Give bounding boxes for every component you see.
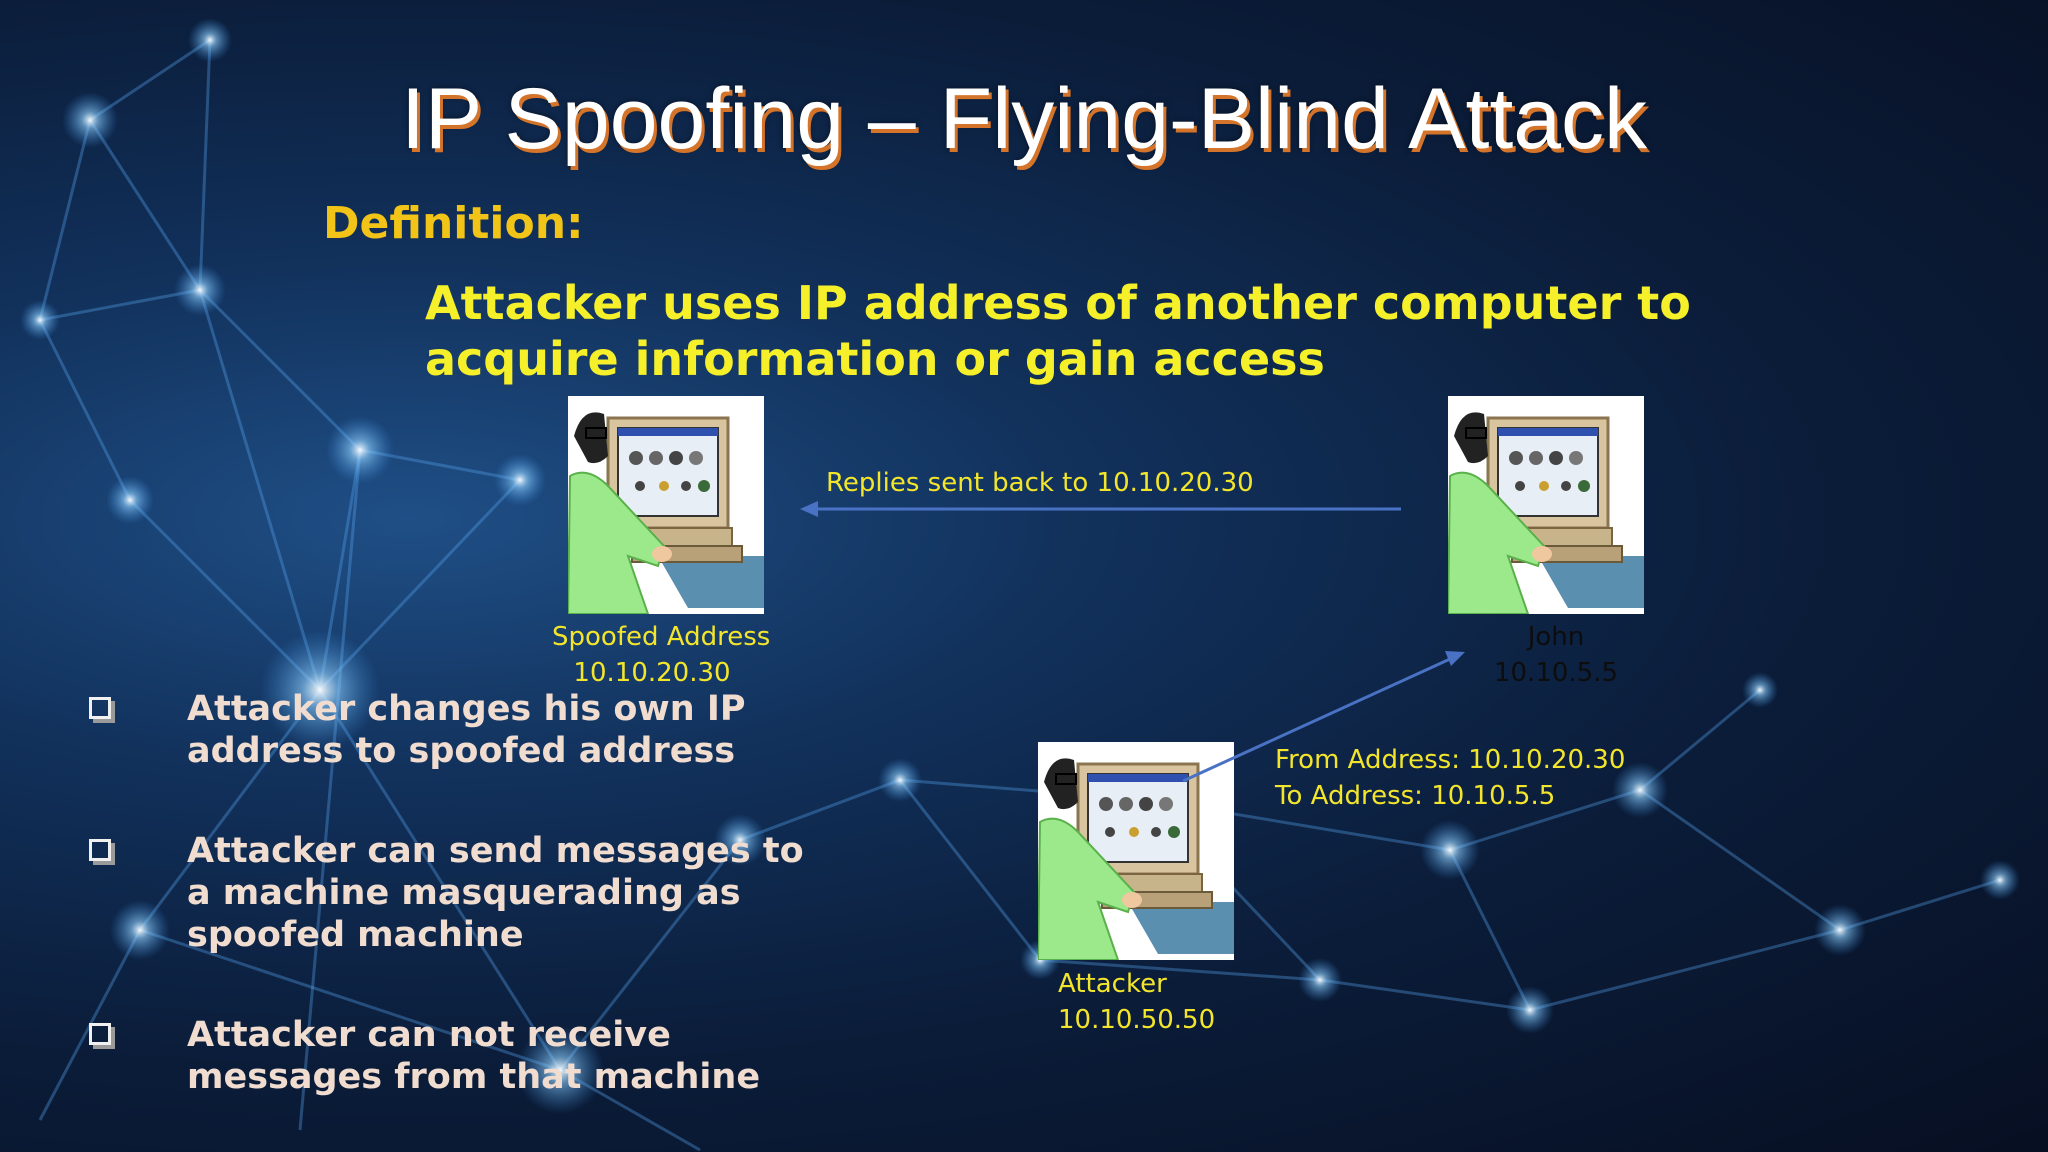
square-bullet-icon	[89, 1023, 111, 1045]
bullet-item: Attacker can not receive messages from t…	[187, 1015, 761, 1097]
spoofed-label: Spoofed Address	[552, 622, 771, 652]
send-arrow	[1182, 651, 1465, 783]
definition-text: Attacker uses IP address of another comp…	[425, 276, 1691, 386]
attacker-label: Attacker	[1058, 969, 1167, 999]
spoofed-computer-icon	[568, 396, 764, 614]
reply-arrow	[800, 501, 1401, 517]
reply-arrow-label: Replies sent back to 10.10.20.30	[826, 468, 1254, 498]
attacker-ip: 10.10.50.50	[1058, 1005, 1216, 1035]
definition-label: Definition:	[323, 198, 584, 249]
bullet-item: Attacker changes his own IP address to s…	[187, 689, 746, 771]
square-bullet-icon	[89, 839, 111, 861]
attacker-computer-icon	[1038, 742, 1234, 960]
to-address-label: To Address: 10.10.5.5	[1275, 781, 1556, 811]
spoofed-ip: 10.10.20.30	[573, 658, 731, 688]
john-ip: 10.10.5.5	[1493, 658, 1619, 688]
slide-title: IP Spoofing – Flying-Blind Attack	[400, 71, 1648, 167]
john-label: John	[1527, 622, 1585, 652]
from-address-label: From Address: 10.10.20.30	[1275, 745, 1626, 775]
john-computer-icon	[1448, 396, 1644, 614]
bullet-item: Attacker can send messages to a machine …	[187, 831, 804, 955]
square-bullet-icon	[89, 697, 111, 719]
